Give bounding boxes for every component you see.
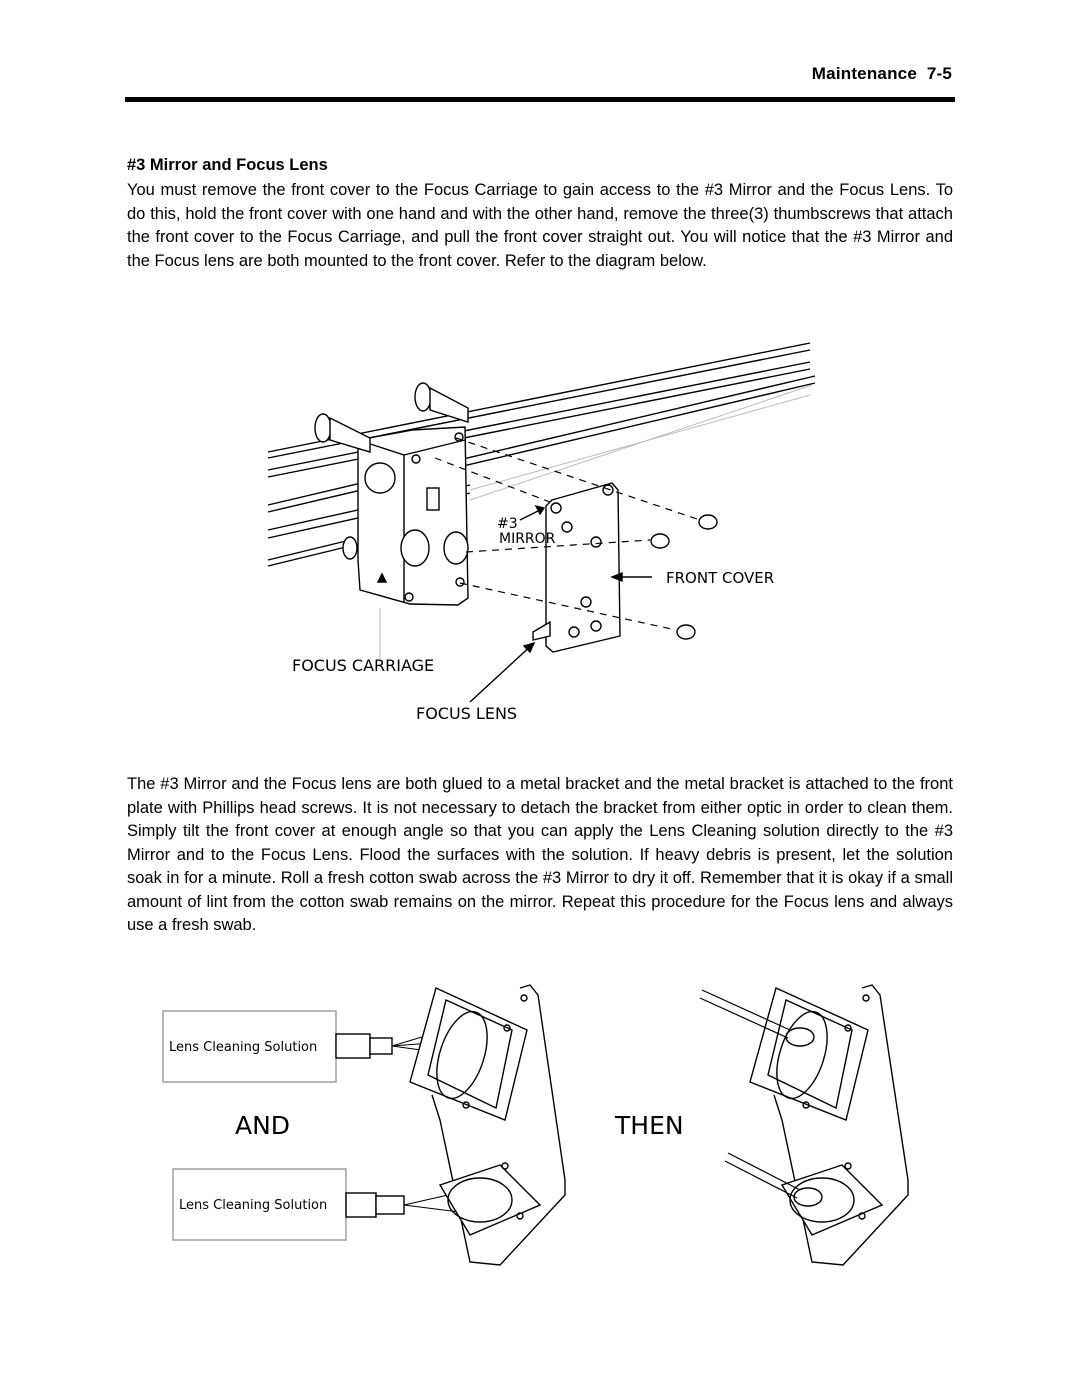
focus-carriage-body (314, 382, 469, 606)
focus-lens-label: FOCUS LENS (416, 704, 517, 723)
mirror-label-text: MIRROR (499, 531, 556, 547)
callout-arrows (379, 504, 652, 703)
solution-bottle-top (162, 1010, 471, 1083)
header-section: Maintenance (811, 64, 917, 83)
mirror-label-number: #3 (497, 516, 518, 532)
and-label: AND (235, 1111, 290, 1140)
front-cover-right (749, 984, 909, 1266)
section-title: #3 Mirror and Focus Lens (127, 156, 328, 174)
front-cover-plate (532, 482, 621, 653)
paragraph-intro: You must remove the front cover to the F… (127, 181, 953, 270)
header-page-number: 7-5 (926, 64, 952, 83)
thumbscrew-icons (650, 514, 718, 640)
bottle-label-bottom: Lens Cleaning Solution (179, 1198, 327, 1213)
cotton-swab-bottom (724, 1152, 823, 1207)
alignment-lines (434, 437, 701, 631)
focus-carriage-label: FOCUS CARRIAGE (292, 656, 434, 675)
paragraph-cleaning: The #3 Mirror and the Focus lens are bot… (127, 775, 953, 934)
page-header: Maintenance 7-5 (740, 64, 952, 84)
bottle-label-top: Lens Cleaning Solution (169, 1040, 317, 1055)
then-label: THEN (614, 1111, 684, 1140)
front-cover-label: FRONT COVER (666, 569, 774, 587)
front-cover-left (409, 984, 566, 1266)
header-rule (125, 97, 955, 102)
cotton-swab-top (699, 989, 815, 1047)
